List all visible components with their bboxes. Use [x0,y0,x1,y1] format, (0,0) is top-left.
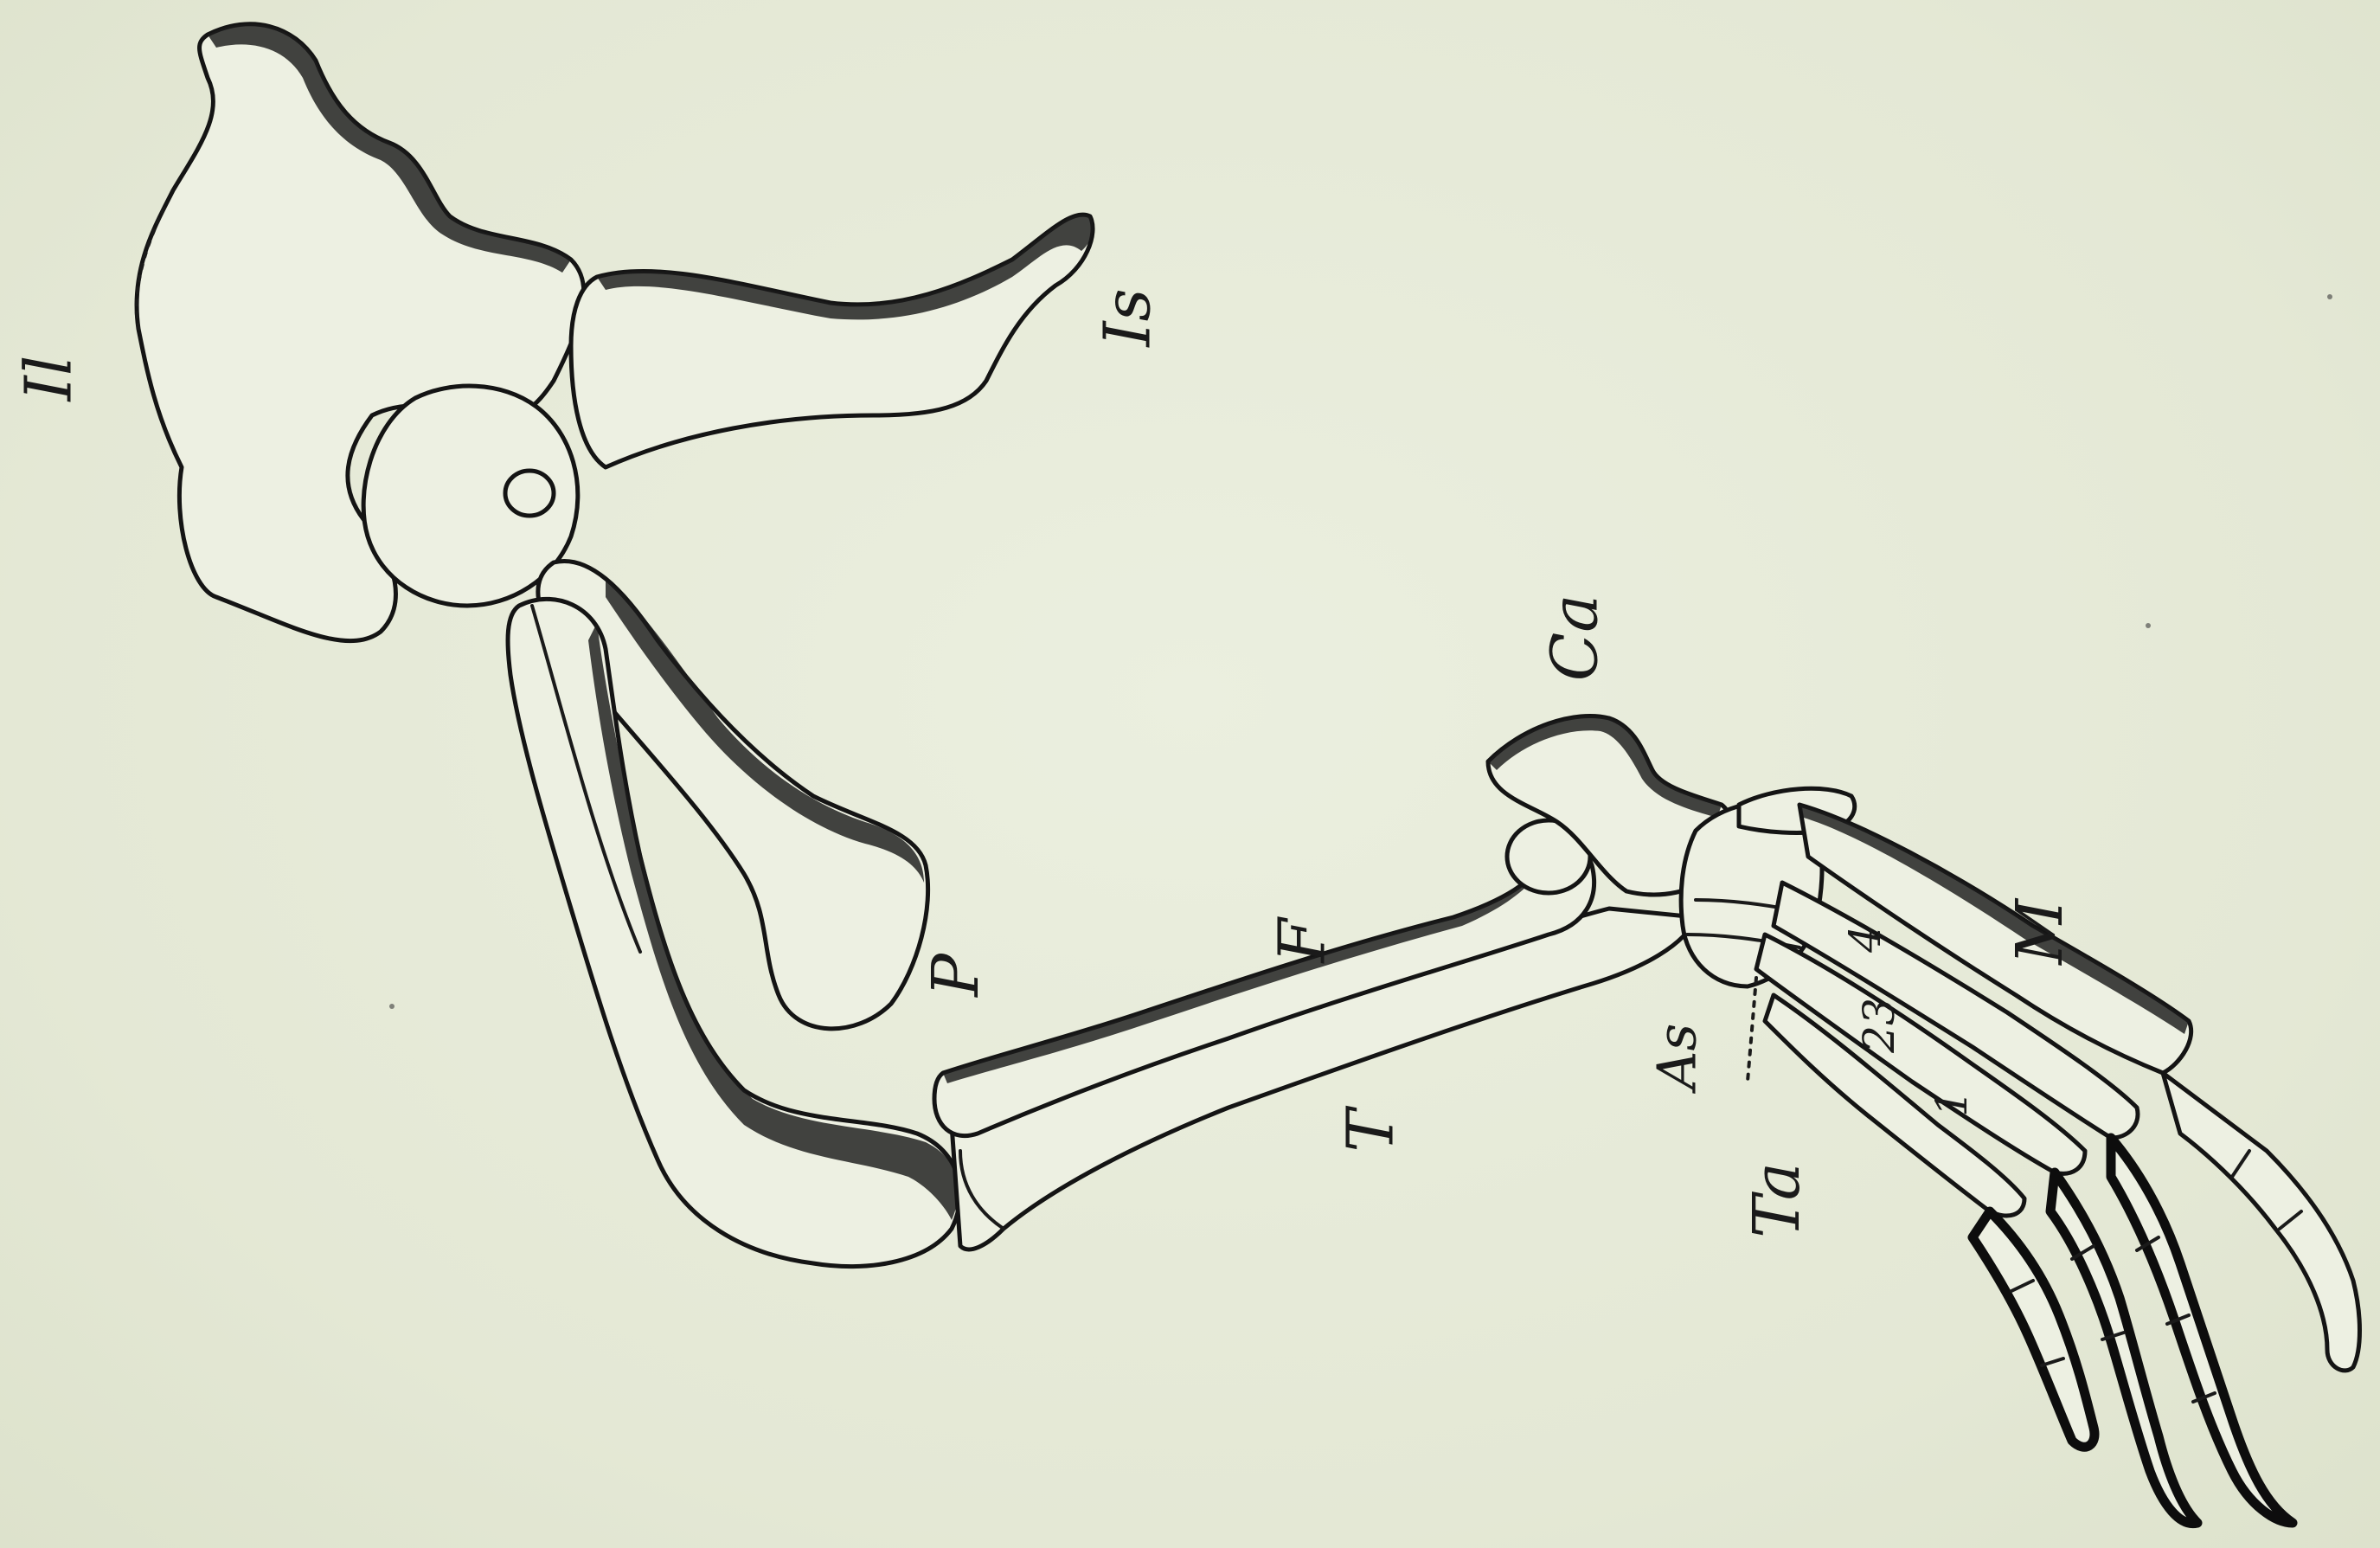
label-tarsal: Ta [1745,1162,1809,1238]
label-calcaneum: Ca [1543,594,1607,682]
paper-speck [2327,294,2332,299]
paper-speck [389,1004,395,1009]
label-digit-1: 1 [1930,1089,1973,1117]
ischium-bone [571,215,1094,467]
label-ischium: Is [1096,288,1160,346]
label-astragalus: As [1650,1024,1703,1090]
label-ilium: Il [16,356,80,401]
label-pubis: P [924,954,988,997]
paper-speck [2146,623,2151,628]
label-metatarsus: M [2008,899,2072,965]
tarsal-pointer-line [1748,978,1756,1082]
label-digit-4: 4 [1844,925,1887,953]
label-femur: F [1271,918,1335,962]
label-digit-23: 23 [1857,998,1901,1053]
label-tibia: T [1339,1109,1403,1152]
